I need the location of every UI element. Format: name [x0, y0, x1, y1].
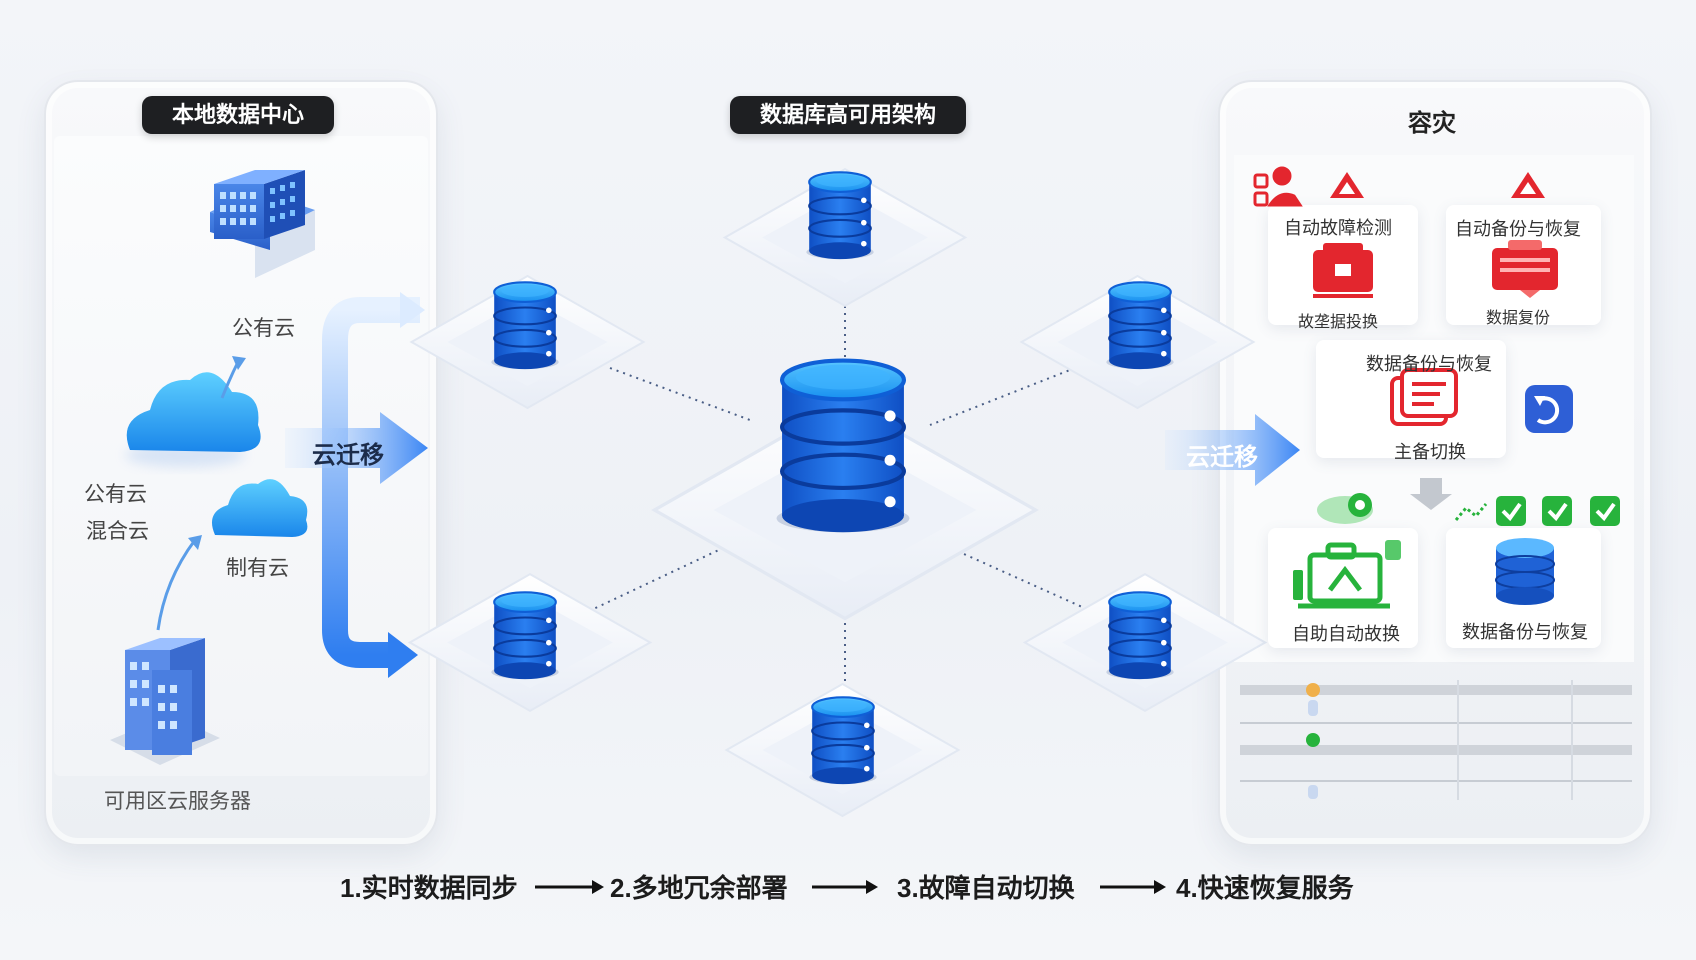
migration-bend-arrow: [322, 292, 425, 678]
check-icon-1: [1496, 496, 1526, 526]
step-arrow-1: [535, 880, 604, 894]
check-icon-3: [1590, 496, 1620, 526]
step-3: 3.故障自动切换: [897, 873, 1075, 903]
monitor-icon: [1298, 542, 1390, 609]
data-restore-label: 数据复份: [1486, 310, 1551, 327]
private-cloud-label: 制有云: [226, 557, 289, 580]
server-building-icon: [110, 638, 220, 765]
server-alert-icon-right: [1492, 240, 1558, 298]
architecture-title: 数据库高可用架构: [730, 96, 967, 134]
monitor-icon-badge: [1385, 540, 1401, 560]
document-icon: [1390, 368, 1458, 426]
timeline-bars: [1240, 680, 1632, 800]
step-4: 4.快速恢复服务: [1176, 873, 1354, 903]
migration-arrow-left: [285, 412, 428, 484]
server-label: 可用区云服务器: [104, 790, 251, 813]
public-cloud-top-label: 公有云: [232, 317, 295, 340]
db-backup-label: 数据备份与恢复: [1462, 622, 1588, 642]
refresh-icon: [1525, 385, 1573, 433]
auto-backup-label: 自动备份与恢复: [1455, 219, 1581, 239]
auto-fault-detect-label: 自动故障检测: [1284, 218, 1392, 238]
cloud-migrate-right-label: 云迁移: [1186, 444, 1258, 471]
cloud-migrate-left-label: 云迁移: [312, 442, 384, 469]
down-arrow-icon: [1410, 478, 1452, 510]
alert-icon-left: [1330, 172, 1364, 198]
backup-restore-title: 数据备份与恢复: [1366, 354, 1492, 374]
team-network-icon-head: [1274, 168, 1290, 184]
database-icon-dr: [1495, 538, 1555, 605]
trend-icon: [1454, 503, 1488, 521]
step-arrow-2: [812, 880, 878, 894]
cloud-icon-public: [125, 372, 261, 467]
monitor-icon-side: [1293, 570, 1303, 600]
local-datacenter-title: 本地数据中心: [142, 96, 335, 134]
check-icon-2: [1542, 496, 1572, 526]
public-cloud-label: 公有云: [84, 483, 147, 506]
fault-switch-label: 故垄据投换: [1298, 314, 1379, 331]
migration-arrow-right: [1165, 414, 1300, 486]
primary-standby-switch-label: 主备切换: [1394, 442, 1466, 462]
auto-switch-label: 自助自动故换: [1292, 624, 1400, 644]
step-2: 2.多地冗余部署: [610, 873, 788, 903]
disaster-recovery-title: 容灾: [1408, 110, 1456, 137]
server-alert-icon-left: [1313, 243, 1373, 298]
green-status-icon: [1317, 493, 1373, 524]
cloud-icon-private: [211, 479, 308, 537]
step-arrow-3: [1100, 880, 1166, 894]
office-building-icon: [210, 170, 315, 278]
hybrid-cloud-label: 混合云: [86, 520, 149, 543]
step-1: 1.实时数据同步: [340, 873, 518, 903]
alert-icon-right: [1511, 172, 1545, 198]
